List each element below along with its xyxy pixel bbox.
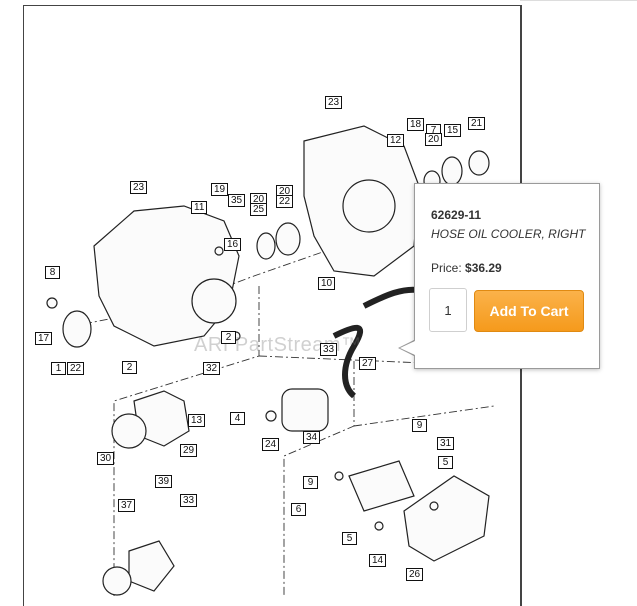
fastener[interactable] (374, 521, 384, 531)
callout-25[interactable]: 25 (250, 203, 268, 216)
crankcase-bore (342, 179, 396, 233)
callout-9[interactable]: 9 (303, 476, 318, 489)
gasket[interactable] (111, 413, 147, 449)
callout-5[interactable]: 5 (342, 532, 357, 545)
quantity-input[interactable] (429, 288, 467, 332)
callout-2[interactable]: 2 (221, 331, 236, 344)
callout-10[interactable]: 10 (318, 277, 336, 290)
add-to-cart-button[interactable]: Add To Cart (474, 290, 584, 332)
callout-31[interactable]: 31 (437, 437, 455, 450)
callout-22[interactable]: 22 (67, 362, 85, 375)
callout-30[interactable]: 30 (97, 452, 115, 465)
callout-12[interactable]: 12 (387, 134, 405, 147)
callout-37[interactable]: 37 (118, 499, 136, 512)
oil-filter[interactable] (281, 388, 329, 432)
callout-27[interactable]: 27 (359, 357, 377, 370)
oil-cooler-cover[interactable] (403, 475, 490, 562)
part-name: HOSE OIL COOLER, RIGHT (431, 227, 586, 241)
callout-35[interactable]: 35 (228, 194, 246, 207)
parts-diagram (46, 125, 495, 596)
price-value: $36.29 (465, 261, 502, 275)
bearing[interactable] (62, 310, 92, 348)
o-ring[interactable] (102, 566, 132, 596)
filter-adapter[interactable] (128, 540, 175, 592)
price-label: Price: (431, 261, 462, 275)
callout-16[interactable]: 16 (224, 238, 242, 251)
crankcase-bore (191, 278, 237, 324)
retaining-ring[interactable] (256, 232, 276, 260)
callout-2[interactable]: 2 (122, 361, 137, 374)
callout-5[interactable]: 5 (438, 456, 453, 469)
spacer[interactable] (441, 156, 463, 186)
callout-11[interactable]: 11 (191, 201, 208, 214)
callout-29[interactable]: 29 (180, 444, 198, 457)
popup-pointer-inner (400, 341, 415, 355)
fastener[interactable] (429, 501, 439, 511)
callout-19[interactable]: 19 (211, 183, 229, 196)
callout-34[interactable]: 34 (303, 431, 321, 444)
callout-14[interactable]: 14 (369, 554, 387, 567)
callout-39[interactable]: 39 (155, 475, 173, 488)
top-rule (520, 0, 637, 1)
callout-33[interactable]: 33 (180, 494, 198, 507)
price-row: Price: $36.29 (431, 261, 502, 275)
oil-cooler[interactable] (348, 460, 415, 512)
part-info-popup: 62629-11 HOSE OIL COOLER, RIGHT Price: $… (414, 183, 600, 369)
fastener[interactable] (214, 246, 224, 256)
left-crankcase[interactable] (93, 205, 240, 347)
callout-4[interactable]: 4 (230, 412, 245, 425)
callout-21[interactable]: 21 (468, 117, 486, 130)
oil-cooler-hose[interactable] (332, 324, 363, 399)
part-number: 62629-11 (431, 208, 482, 222)
bearing[interactable] (275, 222, 301, 256)
callout-1[interactable]: 1 (51, 362, 66, 375)
callout-26[interactable]: 26 (406, 568, 424, 581)
callout-9[interactable]: 9 (412, 419, 427, 432)
callout-15[interactable]: 15 (444, 124, 462, 137)
assembly-line (113, 286, 260, 596)
fastener[interactable] (334, 471, 344, 481)
callout-6[interactable]: 6 (291, 503, 306, 516)
assembly-line (353, 405, 495, 427)
seal[interactable] (46, 297, 58, 309)
callout-24[interactable]: 24 (262, 438, 280, 451)
callout-20[interactable]: 20 (425, 133, 443, 146)
callout-33[interactable]: 33 (320, 343, 338, 356)
callout-23[interactable]: 23 (130, 181, 148, 194)
callout-8[interactable]: 8 (45, 266, 60, 279)
callout-23[interactable]: 23 (325, 96, 343, 109)
callout-32[interactable]: 32 (203, 362, 221, 375)
fastener[interactable] (265, 410, 277, 422)
callout-22[interactable]: 22 (276, 195, 294, 208)
callout-13[interactable]: 13 (188, 414, 206, 427)
callout-17[interactable]: 17 (35, 332, 53, 345)
assembly-line (83, 225, 445, 325)
callout-18[interactable]: 18 (407, 118, 425, 131)
bearing[interactable] (468, 150, 490, 176)
